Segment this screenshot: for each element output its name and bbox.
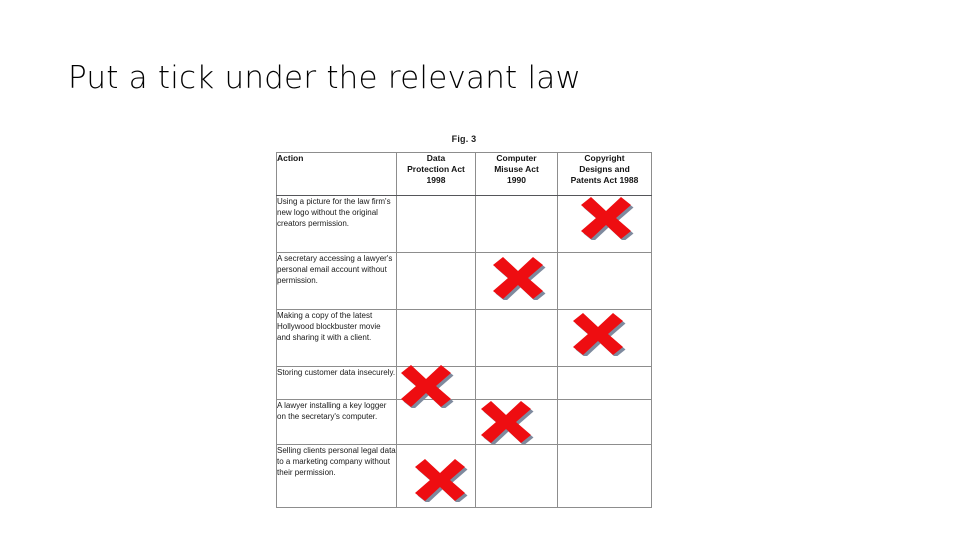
table-header-row: Action Data Protection Act 1998 Computer…	[276, 152, 652, 196]
cell-row4-computer-misuse-act[interactable]	[475, 366, 558, 400]
cell-row2-data-protection-act[interactable]	[396, 252, 476, 310]
action-text: A secretary accessing a lawyer's persona…	[276, 252, 397, 310]
cross-mark-icon-row3-copyright[interactable]	[570, 310, 626, 356]
header-line: 1998	[426, 175, 446, 185]
cell-row4-copyright-act[interactable]	[557, 366, 652, 400]
header-line: Designs and	[579, 164, 630, 174]
cell-row6-computer-misuse-act[interactable]	[475, 444, 558, 508]
cell-row2-copyright-act[interactable]	[557, 252, 652, 310]
table-row: Selling clients personal legal data to a…	[276, 444, 652, 508]
table-row: A secretary accessing a lawyer's persona…	[276, 252, 652, 310]
cell-row1-data-protection-act[interactable]	[396, 195, 476, 253]
table-row: Making a copy of the latest Hollywood bl…	[276, 309, 652, 367]
cross-mark-icon-row1-copyright[interactable]	[578, 194, 634, 240]
action-text: Selling clients personal legal data to a…	[276, 444, 397, 508]
table-row: A lawyer installing a key logger on the …	[276, 399, 652, 445]
cell-row3-data-protection-act[interactable]	[396, 309, 476, 367]
header-line: Patents Act 1988	[570, 175, 639, 185]
cell-row5-data-protection-act[interactable]	[396, 399, 476, 445]
header-line: 1990	[507, 175, 526, 185]
column-header-data-protection-act: Data Protection Act 1998	[396, 152, 476, 196]
table-row: Using a picture for the law firm's new l…	[276, 195, 652, 253]
cross-mark-icon-row5-computer-misuse[interactable]	[478, 398, 534, 444]
cell-row5-copyright-act[interactable]	[557, 399, 652, 445]
header-line: Protection Act	[407, 164, 465, 174]
table-row: Storing customer data insecurely.	[276, 366, 652, 400]
action-text: A lawyer installing a key logger on the …	[276, 399, 397, 445]
column-header-copyright-designs-patents-act: Copyright Designs and Patents Act 1988	[557, 152, 652, 196]
cross-mark-icon-row4-data-protection[interactable]	[398, 362, 454, 408]
cell-row1-computer-misuse-act[interactable]	[475, 195, 558, 253]
header-line: Computer	[496, 153, 537, 163]
cell-row6-copyright-act[interactable]	[557, 444, 652, 508]
action-text: Making a copy of the latest Hollywood bl…	[276, 309, 397, 367]
column-header-computer-misuse-act: Computer Misuse Act 1990	[475, 152, 558, 196]
cross-mark-icon-row6-data-protection[interactable]	[412, 456, 468, 502]
cell-row3-computer-misuse-act[interactable]	[475, 309, 558, 367]
column-header-action: Action	[276, 152, 397, 196]
action-text: Storing customer data insecurely.	[276, 366, 397, 400]
figure-caption: Fig. 3	[451, 134, 477, 144]
header-line: Data	[426, 153, 446, 163]
cross-mark-icon-row2-computer-misuse[interactable]	[490, 254, 546, 300]
page-title: Put a tick under the relevant law	[68, 60, 582, 96]
header-line: Copyright	[584, 153, 625, 163]
action-text: Using a picture for the law firm's new l…	[276, 195, 397, 253]
header-line: Misuse Act	[494, 164, 539, 174]
